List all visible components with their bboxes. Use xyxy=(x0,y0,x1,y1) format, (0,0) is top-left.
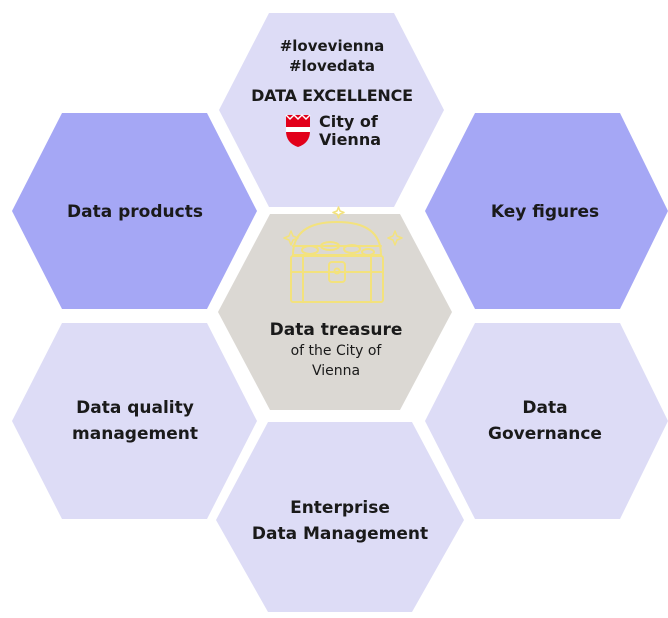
hashtag-lovevienna: #lovevienna xyxy=(279,37,385,55)
hex-center-text: Data treasure of the City of Vienna xyxy=(269,320,403,379)
city-name: City of Vienna xyxy=(318,112,381,149)
hex-right-lower-label: Data Governance xyxy=(488,398,602,444)
hex-right-upper-label: Key figures xyxy=(490,202,600,222)
hex-right-upper xyxy=(425,113,668,309)
hex-right-lower xyxy=(425,323,668,519)
vienna-crest-icon xyxy=(285,113,311,147)
hex-left-upper-label: Data products xyxy=(67,202,203,222)
hex-left-upper xyxy=(12,113,257,309)
hex-left-lower xyxy=(12,323,257,519)
city-of-vienna-logo: City of Vienna xyxy=(283,113,381,149)
hex-top-content: #lovevienna #lovedata DATA EXCELLENCE Ci… xyxy=(230,36,434,206)
data-excellence-heading: DATA EXCELLENCE xyxy=(251,86,413,105)
data-treasure-title: Data treasure xyxy=(269,320,403,340)
hex-center xyxy=(218,214,452,410)
hex-left-lower-label: Data quality management xyxy=(72,398,198,444)
hex-bottom-label: Enterprise Data Management xyxy=(251,498,429,544)
hex-bottom xyxy=(216,422,464,612)
hex-top xyxy=(219,13,444,207)
hashtag-lovedata: #lovedata xyxy=(288,57,376,75)
treasure-chest-icon xyxy=(283,206,403,303)
